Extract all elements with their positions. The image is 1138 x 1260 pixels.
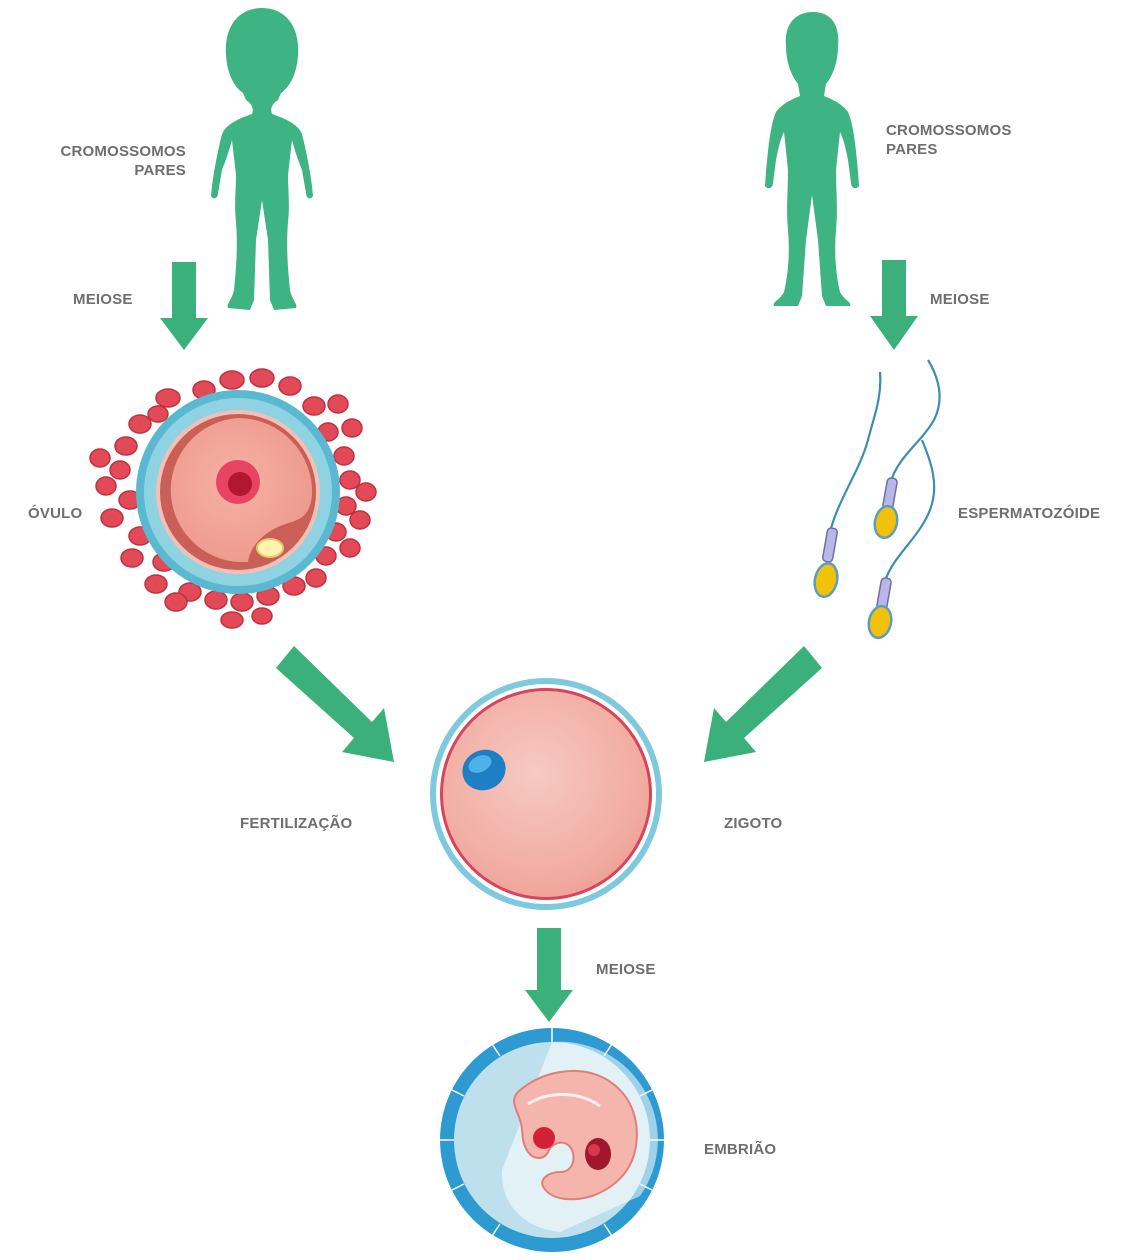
meiosis-female-label: MEIOSE [73,290,133,309]
female-chromosomes-label: CROMOSSOMOS PARES [30,142,186,180]
meiosis-arrow-female [160,262,208,350]
embryo-label: EMBRIÃO [704,1140,776,1159]
female-chromosomes-line2: PARES [30,161,186,180]
girl-silhouette-icon [211,8,313,310]
male-chromosomes-line2: PARES [886,140,1066,159]
ovum-label: ÓVULO [28,504,82,523]
meiosis-arrow-zygote [525,928,573,1022]
fertilization-label: FERTILIZAÇÃO [240,814,352,833]
sperm-label: ESPERMATOZÓIDE [958,504,1100,523]
fertilization-arrow-left [276,646,394,762]
sperm-cells-icon [812,360,940,640]
male-chromosomes-label: CROMOSSOMOS PARES [886,121,1066,159]
meiosis-zygote-label: MEIOSE [596,960,656,979]
female-chromosomes-line1: CROMOSSOMOS [30,142,186,161]
embryo-icon [440,1028,664,1252]
meiosis-arrow-male [870,260,918,350]
ovum-cell-icon [90,369,376,628]
male-chromosomes-line1: CROMOSSOMOS [886,121,1066,140]
boy-silhouette-icon [765,12,859,306]
zygote-label: ZIGOTO [724,814,782,833]
zygote-cell-icon [430,678,662,910]
meiosis-male-label: MEIOSE [930,290,990,309]
fertilization-arrow-right [704,646,822,762]
